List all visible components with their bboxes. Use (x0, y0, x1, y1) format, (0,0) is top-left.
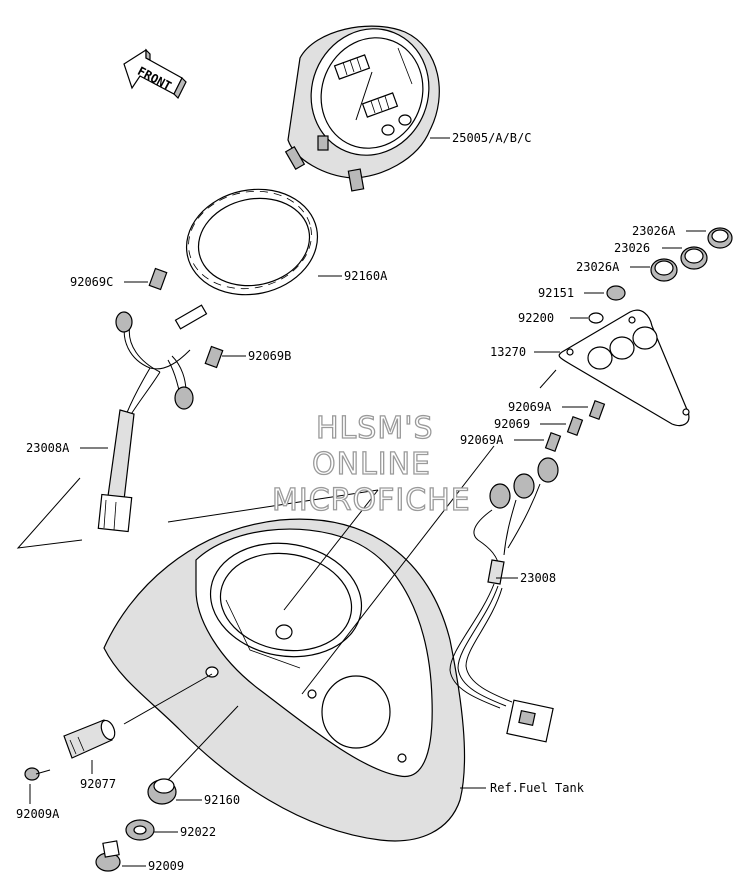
label-lens-a-top: 23026A (632, 224, 676, 238)
washer-92200 (588, 312, 604, 324)
watermark-line3: MICROFICHE (272, 483, 471, 518)
label-bolt-92009: 92009 (148, 859, 184, 873)
harness-left (97, 267, 224, 533)
socket-92069a-top (588, 400, 606, 420)
label-socket-92069: 92069 (494, 417, 530, 431)
bolt-92009 (95, 840, 121, 872)
meter-cover (103, 518, 466, 842)
watermark-line1: HLSM'S (316, 411, 434, 446)
grommet-92160 (147, 778, 177, 805)
label-washer-92022: 92022 (180, 825, 216, 839)
socket-92069 (566, 416, 584, 436)
label-harness-right: 23008 (520, 571, 556, 585)
lens-23026a-bottom (650, 258, 678, 282)
label-fuel-tank: Ref.Fuel Tank (490, 781, 585, 795)
lens-23026 (680, 246, 708, 270)
lens-23026a-top (707, 227, 733, 249)
label-bracket: 13270 (490, 345, 526, 359)
screw-92009a (24, 767, 51, 781)
bracket-13270 (558, 309, 690, 427)
washer-92022 (125, 819, 155, 841)
label-lens: 23026 (614, 241, 650, 255)
label-ring: 92160A (344, 269, 388, 283)
label-screw-92009a: 92009A (16, 807, 60, 821)
meter-assembly (284, 25, 440, 192)
label-lens-a-bottom: 23026A (576, 260, 620, 274)
label-screw-92151: 92151 (538, 286, 574, 300)
label-grommet: 92160 (204, 793, 240, 807)
watermark: HLSM'S ONLINE MICROFICHE (271, 410, 471, 518)
knob-92077 (63, 719, 116, 759)
label-knob: 92077 (80, 777, 116, 791)
watermark-line2: ONLINE (312, 447, 431, 482)
label-harness-left: 23008A (26, 441, 70, 455)
front-arrow-icon: FRONT (123, 48, 187, 100)
label-socket-a-bottom: 92069A (460, 433, 504, 447)
label-socket-b: 92069B (248, 349, 291, 363)
label-washer-92200: 92200 (518, 311, 554, 325)
screw-92151 (606, 285, 626, 301)
label-socket-c: 92069C (70, 275, 113, 289)
label-socket-a-top: 92069A (508, 400, 552, 414)
label-meter: 25005/A/B/C (452, 131, 531, 145)
harness-right (449, 457, 559, 743)
ring-92160a (185, 188, 319, 296)
socket-92069a-bottom (544, 432, 562, 452)
